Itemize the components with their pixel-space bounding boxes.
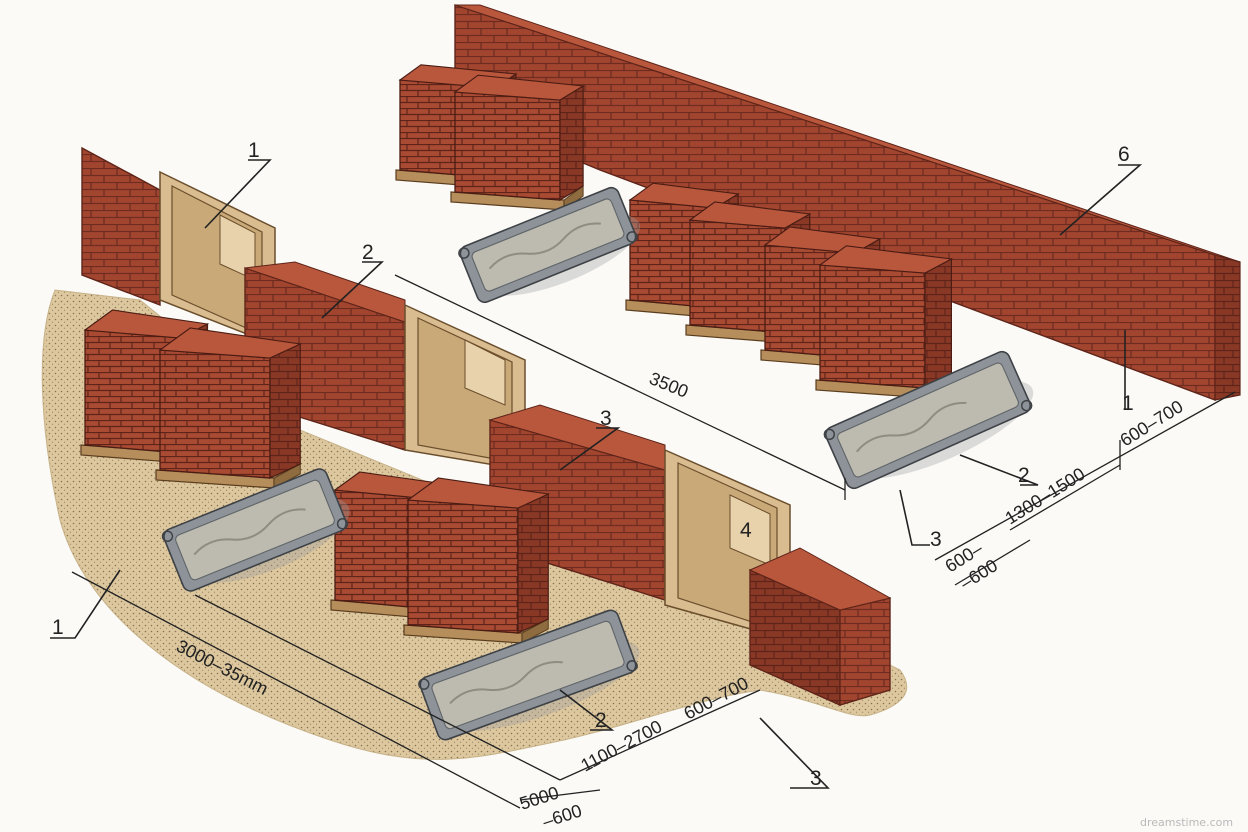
watermark: dreamstime.com: [1140, 816, 1233, 829]
brick-stack: [450, 74, 585, 211]
brick-stack: [330, 471, 447, 619]
brick-stack: [155, 327, 303, 489]
brick-stacks: [80, 64, 954, 644]
long-wall: [454, 4, 1241, 402]
front-wall-block: [748, 547, 892, 707]
door-front: [664, 448, 791, 641]
brick-stack: [815, 245, 954, 399]
label-wall-left: 1: [248, 139, 260, 162]
reference-labels: 1 2 3 4 6 1 2 3 1 2 3: [52, 139, 1134, 790]
label-transport-zone: 3: [600, 407, 612, 430]
dim-1300-1500: 1300–1500: [1002, 464, 1089, 529]
label-wall-right: 1: [1122, 392, 1134, 415]
label-tub-right: 2: [1018, 464, 1030, 487]
left-wall: [81, 146, 161, 307]
label-work-zone-left: 1: [52, 616, 64, 639]
brick-stack: [403, 477, 551, 644]
mortar-tubs: [161, 186, 1034, 741]
label-door-mark: 4: [740, 519, 752, 542]
mortar-tub: [458, 186, 641, 304]
dim-3500: 3500: [647, 368, 692, 402]
mortar-tub: [161, 468, 350, 592]
leader-lines: [50, 159, 1143, 789]
label-long-wall: 6: [1118, 143, 1130, 166]
mortar-tub: [823, 350, 1034, 490]
label-material-zone: 2: [362, 241, 374, 264]
label-zone-right: 3: [930, 528, 942, 551]
mortar-tub: [418, 609, 640, 741]
label-zone-front: 3: [810, 767, 822, 790]
dimension-lines: [71, 274, 1236, 809]
label-tub-front: 2: [595, 709, 607, 732]
